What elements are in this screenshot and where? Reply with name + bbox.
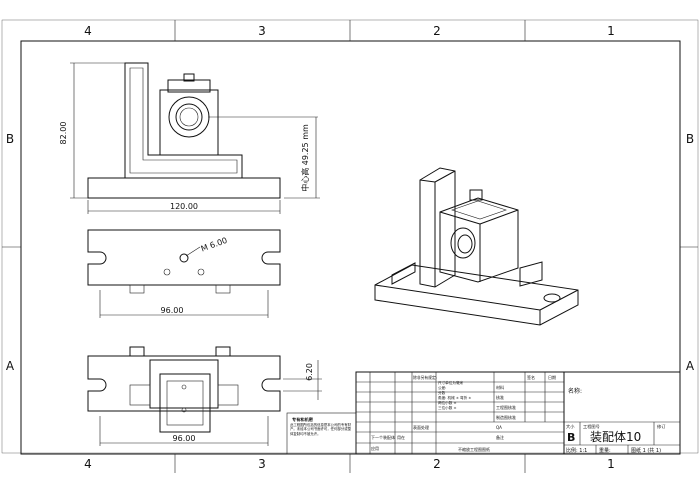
dim-width: 120.00 bbox=[170, 202, 198, 211]
zone-top-3: 3 bbox=[258, 24, 266, 38]
zone-top-4: 4 bbox=[84, 24, 92, 38]
proprietary-header: 专有和机密 bbox=[292, 416, 314, 423]
dim-slot-width: 6.20 bbox=[305, 363, 314, 381]
dim-height: 82.00 bbox=[59, 122, 68, 145]
size-value: B bbox=[567, 431, 575, 444]
do-not-scale: 不缩放工程图图纸 bbox=[458, 446, 490, 452]
proprietary-box bbox=[286, 412, 357, 455]
row-eng-approved: 工程图核准 bbox=[496, 404, 516, 410]
proprietary-text: 此工程图所包括的信息是本公司的专有财产。未经本公司书面许可，任何部分或整体复制均… bbox=[290, 423, 352, 436]
name-label: 名称: bbox=[568, 387, 582, 395]
zone-left-B: B bbox=[6, 132, 14, 146]
zone-bottom-2: 2 bbox=[433, 457, 441, 471]
tolerance-header: 除非另有规定: bbox=[413, 375, 437, 380]
drawing-name: 装配体10 bbox=[590, 430, 641, 444]
sheet-text: 图纸 1 (共 1) bbox=[631, 447, 661, 454]
top-view bbox=[87, 229, 281, 318]
front-view bbox=[70, 62, 320, 214]
dim-hole: M 6.00 bbox=[200, 236, 229, 254]
tolerance-line-6: 三位小数 ± bbox=[438, 405, 457, 410]
used-on: 用在 bbox=[397, 434, 405, 440]
isometric-view bbox=[374, 167, 579, 326]
zone-bottom-4: 4 bbox=[84, 457, 92, 471]
sig-header-b: 日期 bbox=[548, 374, 556, 380]
tolerance-line-1: 尺寸单位为毫米 bbox=[438, 380, 464, 385]
finish-label: 表面处理 bbox=[413, 424, 429, 430]
dim-center-height: 中心高 49.25 mm bbox=[300, 124, 310, 192]
zone-left-A: A bbox=[6, 359, 15, 373]
tolerance-line-5: 两位小数 ± bbox=[438, 400, 457, 405]
row-mfg-approved: 制造图核准 bbox=[496, 414, 516, 420]
tolerance-line-2: 公差: bbox=[438, 385, 446, 390]
application: 应用 bbox=[371, 445, 379, 451]
sig-header-a: 签名 bbox=[527, 374, 535, 380]
zone-right-A: A bbox=[686, 359, 695, 373]
row-qa: QA bbox=[496, 425, 502, 430]
tolerance-line-3: 分数 bbox=[438, 390, 446, 395]
zone-top-1: 1 bbox=[607, 24, 615, 38]
revision-label: 修订 bbox=[657, 423, 665, 430]
scale-text: 比例: 1:1 bbox=[566, 447, 587, 454]
drawing-no-label: 工程图号 bbox=[583, 423, 600, 430]
tolerance-line-4: 角度: 机械 ± 弯折 ± bbox=[438, 395, 471, 400]
proprietary-text-area: 此工程图所包括的信息是本公司的专有财产。未经本公司书面许可，任何部分或整体复制均… bbox=[290, 423, 352, 436]
zone-bottom-1: 1 bbox=[607, 457, 615, 471]
row-remarks: 备注 bbox=[496, 434, 504, 440]
zone-bottom-3: 3 bbox=[258, 457, 266, 471]
next-assembly: 下一个装配体 bbox=[371, 434, 395, 440]
dim-slot-spacing-bottom: 96.00 bbox=[173, 434, 196, 443]
size-label: 大小 bbox=[566, 423, 575, 430]
row-material: 材料 bbox=[496, 384, 504, 390]
zone-top-2: 2 bbox=[433, 24, 441, 38]
zone-right-B: B bbox=[686, 132, 694, 146]
row-approved: 核准 bbox=[496, 394, 504, 400]
dim-slot-spacing-top: 96.00 bbox=[161, 306, 184, 315]
sheet-outer-border bbox=[1, 19, 699, 454]
bottom-view bbox=[87, 346, 322, 446]
weight-text: 重量: bbox=[599, 447, 611, 454]
zone-ticks bbox=[2, 20, 698, 473]
